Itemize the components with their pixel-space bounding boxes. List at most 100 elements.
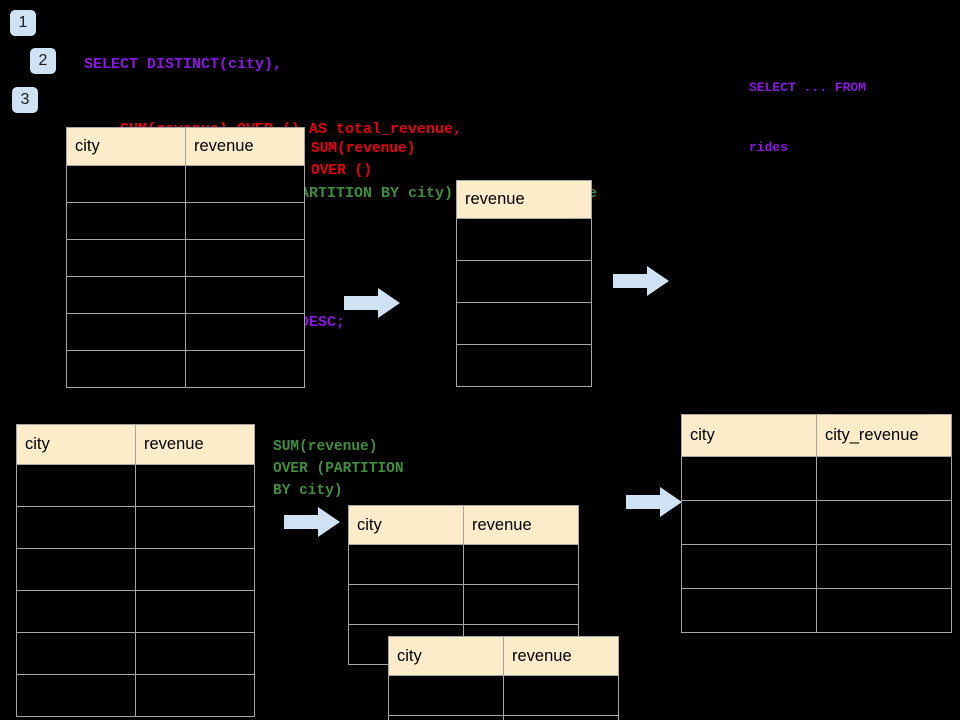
- table-header-row: city city_revenue: [681, 414, 952, 457]
- cell-revenue: [135, 674, 255, 717]
- result-table: city city_revenue: [681, 414, 952, 633]
- sql-line-1: SELECT DISTINCT(city),: [84, 56, 283, 73]
- table-row: [66, 202, 305, 240]
- cell-city: [16, 674, 136, 717]
- cell-revenue: [185, 239, 305, 277]
- table-row: [456, 218, 592, 261]
- table-row: [16, 506, 255, 549]
- cell-city: [66, 350, 186, 388]
- table-header-row: revenue: [456, 180, 592, 219]
- cell-revenue: [185, 165, 305, 203]
- column-header-revenue: revenue: [456, 180, 592, 219]
- cell-city-revenue: [816, 456, 952, 501]
- table-row: [66, 350, 305, 388]
- arrow-partition-to-result: [626, 487, 682, 517]
- column-header-city: city: [681, 414, 817, 457]
- cell-city: [681, 500, 817, 545]
- cell-city: [66, 165, 186, 203]
- cell-city: [681, 544, 817, 589]
- cell-revenue: [185, 202, 305, 240]
- arrow-total-to-result: [613, 266, 669, 296]
- cell-revenue: [135, 590, 255, 633]
- cell-revenue: [185, 350, 305, 388]
- cell-city: [681, 588, 817, 633]
- column-header-revenue: revenue: [185, 127, 305, 166]
- annotation-sum-over-empty: SUM(revenue) OVER (): [311, 141, 416, 179]
- annotation-sum-over-partition: SUM(revenue) OVER (PARTITION BY city): [273, 439, 404, 499]
- cell-city-revenue: [816, 588, 952, 633]
- cell-revenue: [463, 584, 579, 625]
- column-header-city: city: [348, 505, 464, 545]
- table-row: [456, 260, 592, 303]
- cell-revenue: [456, 218, 592, 261]
- table-row: [66, 313, 305, 351]
- table-row: [16, 590, 255, 633]
- table-header-row: city revenue: [16, 424, 255, 465]
- cell-city: [66, 276, 186, 314]
- column-header-revenue: revenue: [503, 636, 619, 676]
- table-row: [16, 632, 255, 675]
- cell-revenue: [135, 464, 255, 507]
- table-header-row: city revenue: [388, 636, 619, 676]
- step-badge-1: 1: [10, 10, 36, 36]
- cell-city: [16, 632, 136, 675]
- cell-city: [16, 590, 136, 633]
- step-badge-3: 3: [12, 87, 38, 113]
- cell-city: [16, 506, 136, 549]
- cell-revenue: [463, 544, 579, 585]
- side-note-line-2: rides: [749, 140, 789, 155]
- table-row: [681, 500, 952, 545]
- table-row: [388, 675, 619, 716]
- table-row: [66, 165, 305, 203]
- table-row: [681, 544, 952, 589]
- column-header-city-revenue: city_revenue: [816, 414, 952, 457]
- cell-city: [388, 715, 504, 720]
- column-header-city: city: [66, 127, 186, 166]
- table-row: [456, 302, 592, 345]
- cell-city-revenue: [816, 500, 952, 545]
- cell-revenue: [185, 313, 305, 351]
- table-row: [348, 544, 579, 585]
- partition-group-table-back: city revenue: [348, 505, 579, 665]
- table-row: [681, 588, 952, 633]
- step-badge-2: 2: [30, 48, 56, 74]
- table-row: [681, 456, 952, 501]
- column-header-revenue: revenue: [135, 424, 255, 465]
- column-header-city: city: [16, 424, 136, 465]
- side-note-select-from: SELECT ... FROM rides: [749, 38, 866, 198]
- cell-revenue: [135, 632, 255, 675]
- rides-source-table-partition: city revenue: [16, 424, 255, 717]
- cell-revenue: [135, 506, 255, 549]
- cell-city: [348, 584, 464, 625]
- arrow-source-to-total: [344, 288, 400, 318]
- cell-city: [66, 313, 186, 351]
- cell-city: [681, 456, 817, 501]
- table-header-row: city revenue: [348, 505, 579, 545]
- table-row: [388, 715, 619, 720]
- rides-source-table: city revenue: [66, 127, 305, 388]
- cell-revenue: [503, 675, 619, 716]
- table-header-row: city revenue: [66, 127, 305, 166]
- column-header-city: city: [388, 636, 504, 676]
- cell-revenue: [503, 715, 619, 720]
- cell-city: [16, 464, 136, 507]
- cell-city: [66, 202, 186, 240]
- partition-group-table-front: city revenue: [388, 636, 619, 720]
- table-row: [348, 584, 579, 625]
- table-row: [66, 276, 305, 314]
- cell-revenue: [456, 344, 592, 387]
- table-row: [16, 674, 255, 717]
- side-note-line-1: SELECT ... FROM: [749, 80, 867, 95]
- cell-city: [388, 675, 504, 716]
- cell-city-revenue: [816, 544, 952, 589]
- cell-revenue: [185, 276, 305, 314]
- cell-revenue: [456, 302, 592, 345]
- table-row: [66, 239, 305, 277]
- table-row: [16, 464, 255, 507]
- cell-revenue: [456, 260, 592, 303]
- cell-revenue: [135, 548, 255, 591]
- column-header-revenue: revenue: [463, 505, 579, 545]
- cell-city: [16, 548, 136, 591]
- table-row: [456, 344, 592, 387]
